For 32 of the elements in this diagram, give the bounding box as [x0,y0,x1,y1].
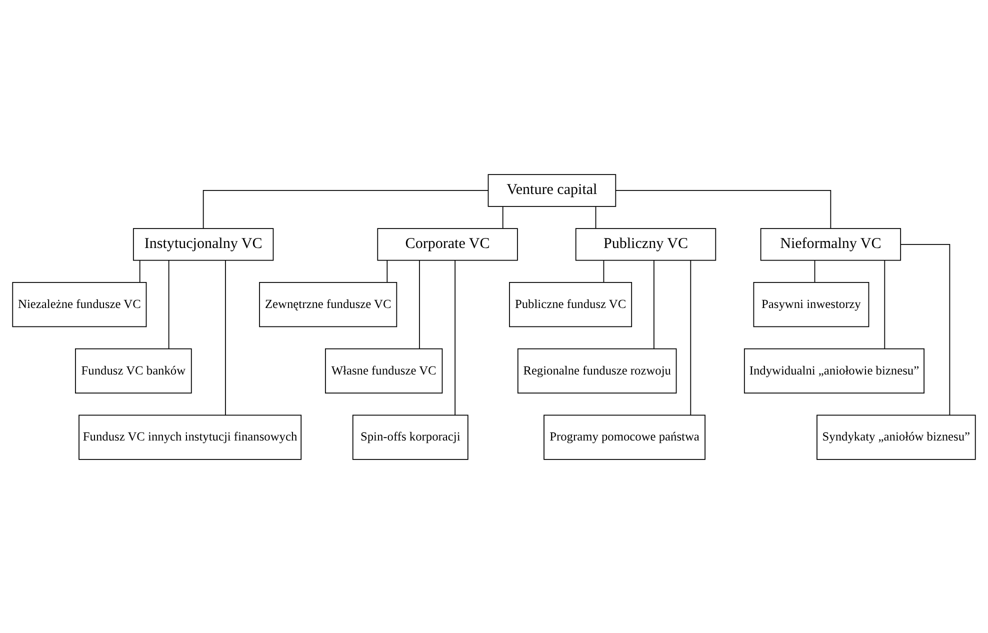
node-box: Publiczne fundusz VC [509,282,632,327]
connector [454,260,456,415]
node-box: Niezależne fundusze VC [12,282,147,327]
connector [502,206,504,228]
node-box: Własne fundusze VC [325,348,443,394]
connector [900,244,950,416]
connector [225,260,226,415]
node-box: Pasywni inwestorzy [753,282,870,327]
connector [168,260,170,349]
node-box: Venture capital [488,174,616,206]
connector [603,260,604,282]
node-box: Programy pomocowe państwa [544,414,706,460]
node-box: Publiczny VC [575,228,716,260]
node-box: Indywidualni „aniołowie biznesu” [744,348,924,394]
node-box: Spin-offs korporacji [352,414,468,460]
node-box: Nieformalny VC [760,228,902,260]
connector [139,260,140,282]
connector [884,260,886,349]
node-box: Fundusz VC innych instytucji finansowych [78,414,302,460]
connector [386,260,388,282]
connector [202,190,488,228]
connector [814,260,816,282]
node-box: Corporate VC [377,228,518,260]
node-box: Syndykaty „aniołów biznesu” [816,414,976,460]
node-box: Instytucjonalny VC [132,228,274,260]
connector [419,260,420,349]
connector [595,206,596,228]
node-box: Fundusz VC banków [75,348,192,394]
node-box: Zewnętrzne fundusze VC [259,282,398,327]
connector [615,190,832,228]
connector [690,260,692,415]
node-box: Regionalne fundusze rozwoju [517,348,677,394]
